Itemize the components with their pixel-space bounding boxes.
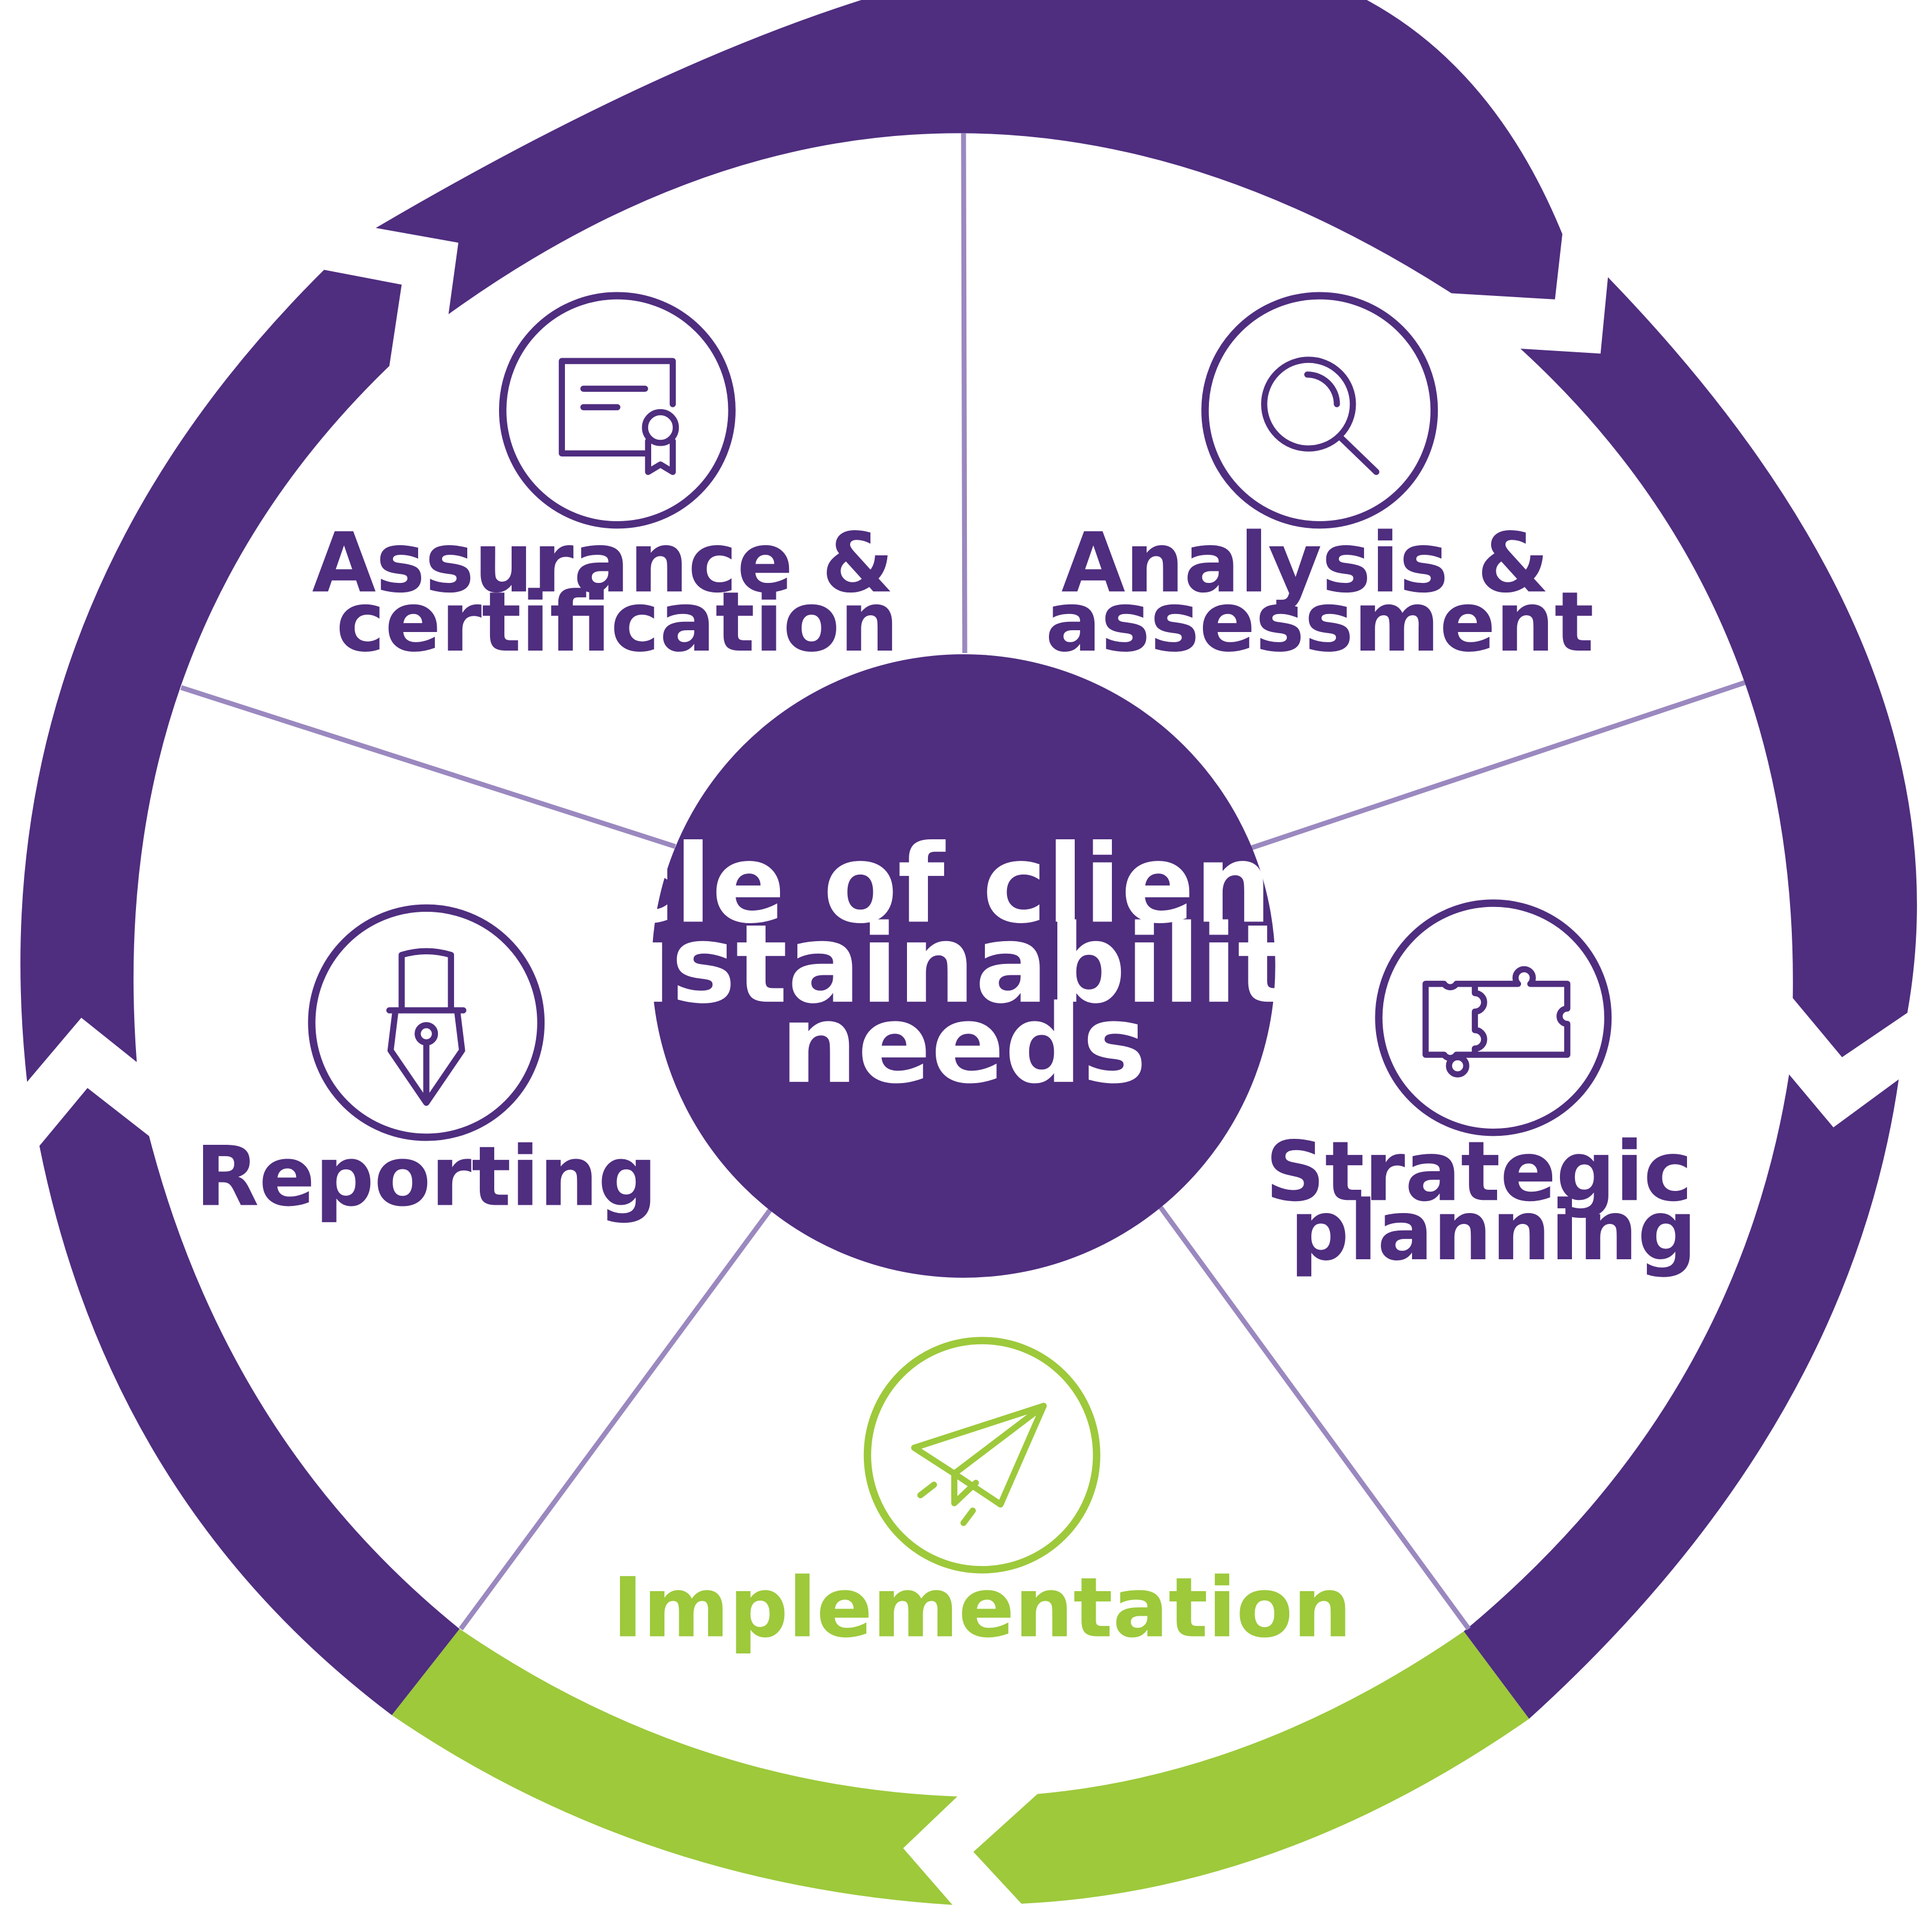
stage-label-line-2: planning — [1290, 1183, 1697, 1279]
divider-top — [961, 133, 967, 654]
stage-icon-ring — [1201, 292, 1438, 529]
stage-label-line-1: Analysis & — [1062, 515, 1549, 611]
puzzle-icon — [1422, 966, 1571, 1078]
center-title-line-1: Cycle of clients’ — [460, 821, 1429, 947]
arrow-top — [376, 0, 1562, 315]
stage-label: Implementation — [612, 1560, 1352, 1656]
stage-implementation: Implementation — [612, 1337, 1352, 1656]
paper-plane-icon — [911, 1402, 1047, 1526]
cycle-arrows — [20, 0, 1917, 1905]
arrow-right-upper — [1520, 277, 1917, 1057]
stage-reporting: Reporting — [195, 904, 657, 1225]
stage-strategic-planning: Strategic planning — [1265, 899, 1721, 1279]
certificate-icon — [558, 358, 679, 475]
arrow-left-upper — [20, 270, 402, 1082]
stage-label-line-1: Implementation — [612, 1560, 1352, 1656]
segment-dividers — [180, 133, 1746, 1631]
stage-analysis-assessment: Analysis & assessment — [1045, 292, 1594, 670]
center-title-line-3: needs — [781, 981, 1147, 1108]
magnifier-icon — [1261, 356, 1380, 475]
stage-label-line-1: Assurance & — [312, 515, 894, 611]
center-title-line-2: sustainability — [530, 901, 1360, 1027]
fountain-pen-icon — [386, 948, 467, 1106]
divider-lower-left — [458, 1208, 772, 1631]
divider-right — [1251, 680, 1746, 850]
center-title: Cycle of clients’ sustainability needs — [460, 821, 1467, 1107]
arrow-bottom-right — [973, 1631, 1529, 1904]
stage-icon-ring — [863, 1337, 1100, 1574]
stage-label: Reporting — [195, 1129, 657, 1225]
arrow-right-lower — [1464, 1074, 1899, 1719]
stage-label: Strategic planning — [1265, 1124, 1721, 1279]
stage-icon-ring — [1375, 899, 1612, 1136]
stage-icon-ring — [308, 904, 545, 1141]
arrow-bottom-left — [392, 1629, 958, 1905]
stage-label-line-2: certification — [336, 575, 899, 670]
stage-label: Assurance & certification — [312, 515, 923, 670]
stage-label-line-1: Strategic — [1265, 1124, 1692, 1220]
stage-label-line-1: Reporting — [195, 1129, 657, 1225]
stage-label: Analysis & assessment — [1045, 515, 1594, 670]
stage-icon-ring — [498, 292, 736, 529]
stage-label-line-2: assessment — [1045, 575, 1594, 670]
divider-left — [180, 685, 676, 849]
center-hub — [652, 654, 1275, 1278]
stage-assurance-certification: Assurance & certification — [312, 292, 923, 670]
arrow-left-lower — [39, 1088, 460, 1716]
divider-lower-right — [1159, 1206, 1471, 1631]
